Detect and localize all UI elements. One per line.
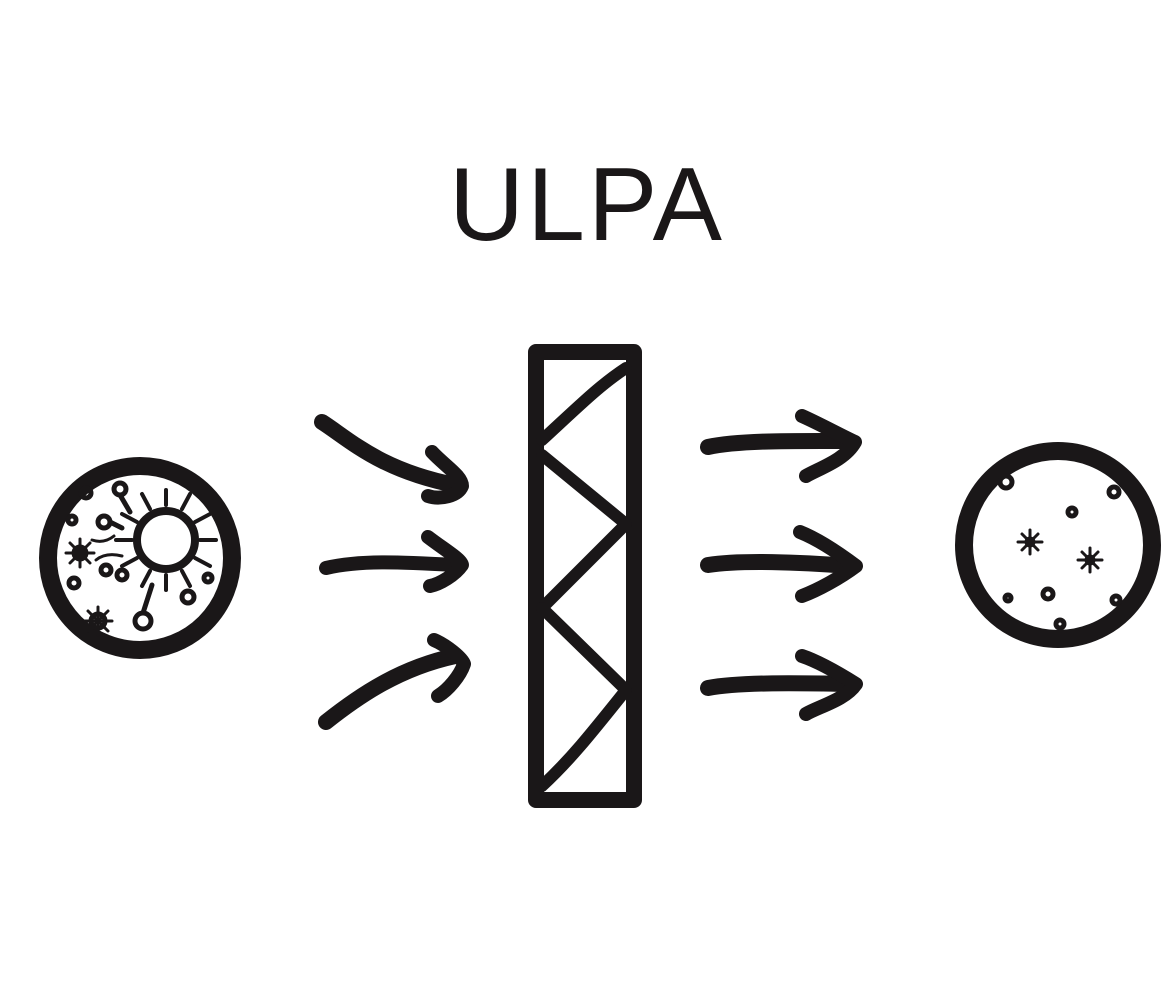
outgoing-arrow-icon <box>700 409 863 721</box>
clean-particle-icon <box>955 442 1161 648</box>
incoming-arrow-icon <box>314 414 471 730</box>
diagram-title: ULPA <box>449 147 725 263</box>
ulpa-filter-icon <box>528 344 642 808</box>
contaminated-particle-icon <box>39 457 241 659</box>
